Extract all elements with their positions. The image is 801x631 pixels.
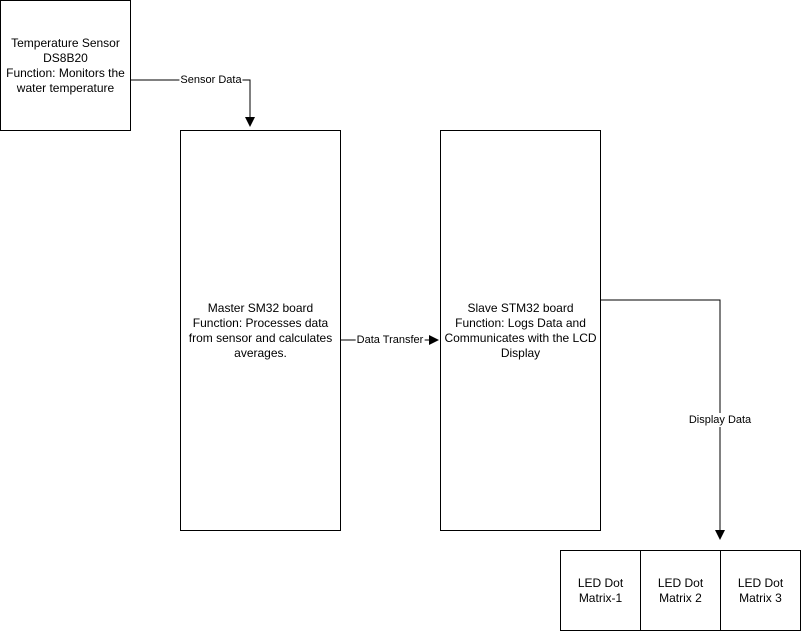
temperature-sensor-node: Temperature Sensor DS8B20 Function: Moni… — [0, 0, 131, 131]
master-board-node: Master SM32 board Function: Processes da… — [180, 130, 341, 531]
led1-line-2: Matrix-1 — [578, 590, 623, 605]
sensor-line-1: Temperature Sensor — [11, 35, 120, 50]
led3-line-1: LED Dot — [737, 575, 784, 590]
sensor-line-4: water temperature — [16, 80, 115, 95]
led-matrix-1-node: LED Dot Matrix-1 — [560, 550, 641, 631]
master-line-1: Master SM32 board — [207, 300, 314, 315]
led-matrix-2-node: LED Dot Matrix 2 — [640, 550, 721, 631]
sensor-line-2: DS8B20 — [43, 50, 88, 65]
master-line-2: Function: Processes data — [192, 315, 329, 330]
display-data-label: Display Data — [687, 413, 753, 427]
edge-slave-to-led — [600, 299, 725, 540]
data-transfer-label: Data Transfer — [355, 333, 425, 347]
sensor-line-3: Function: Monitors the — [6, 65, 125, 80]
led2-line-1: LED Dot — [657, 575, 704, 590]
slave-board-node: Slave STM32 board Function: Logs Data an… — [440, 130, 601, 531]
slave-line-4: Display — [500, 345, 541, 360]
master-line-3: from sensor and calculates — [188, 330, 333, 345]
slave-line-3: Communicates with the LCD — [444, 330, 597, 345]
sensor-data-label: Sensor Data — [179, 73, 243, 87]
led2-line-2: Matrix 2 — [659, 590, 702, 605]
led1-line-1: LED Dot — [577, 575, 624, 590]
slave-line-1: Slave STM32 board — [467, 300, 574, 315]
master-line-4: averages. — [234, 345, 287, 360]
edge-sensor-to-master — [130, 79, 255, 127]
slave-line-2: Function: Logs Data and — [455, 315, 586, 330]
led3-line-2: Matrix 3 — [739, 590, 782, 605]
led-matrix-3-node: LED Dot Matrix 3 — [720, 550, 801, 631]
